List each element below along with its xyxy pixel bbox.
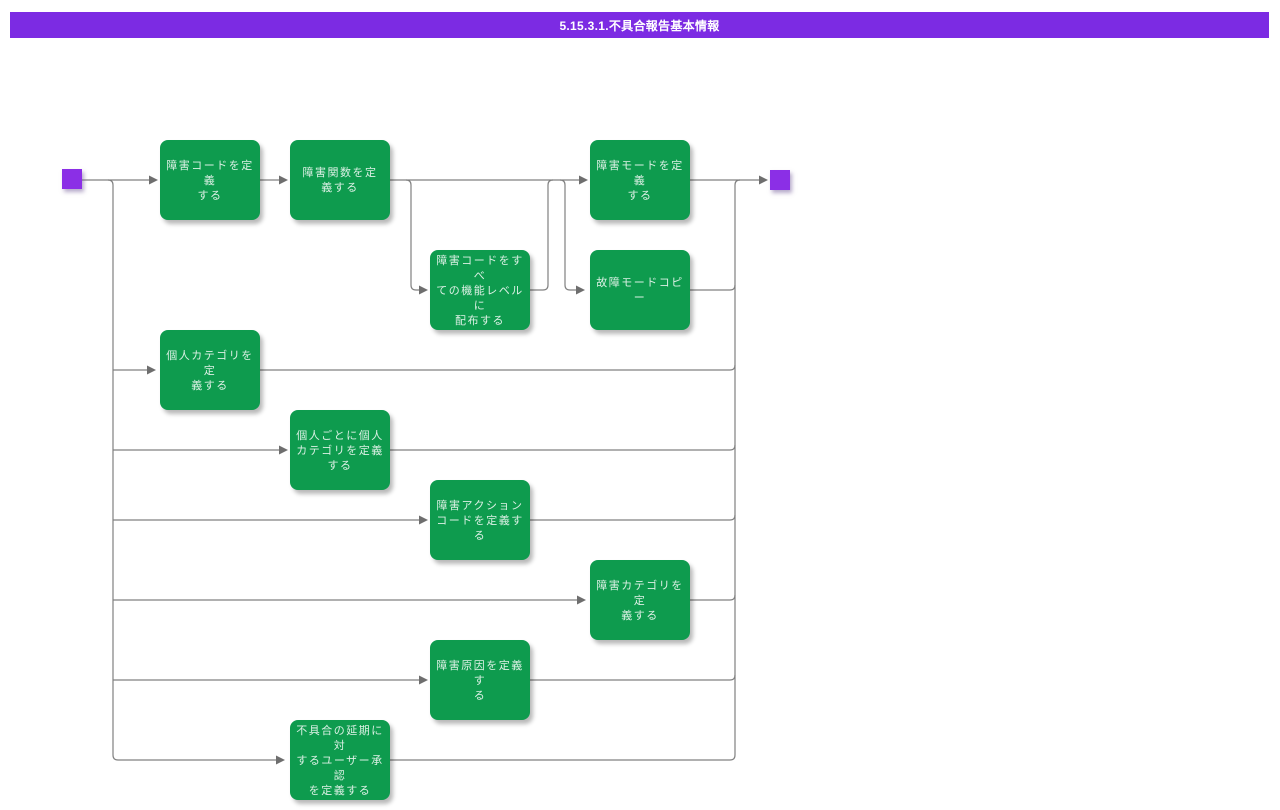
arrowhead	[147, 365, 156, 375]
edge-n3-return	[530, 179, 554, 291]
edge-right-trunk	[734, 179, 741, 755]
edge-n7-out	[390, 444, 736, 451]
edge-n11-out	[390, 754, 736, 761]
edge-drop-to-n3	[405, 179, 419, 291]
arrowhead	[577, 595, 586, 605]
arrowhead	[759, 175, 768, 185]
edge-n8-out	[530, 514, 736, 521]
arrowhead	[579, 175, 588, 185]
edge-n9-out	[690, 594, 736, 601]
edge-n6-out	[260, 364, 736, 371]
arrowhead	[279, 175, 288, 185]
flow-node-define-failure-code[interactable]: 障害コードを定義 する	[160, 140, 260, 220]
arrowhead	[419, 515, 428, 525]
arrowhead	[576, 285, 585, 295]
arrowhead	[419, 285, 428, 295]
diagram-title-bar: 5.15.3.1.不具合報告基本情報	[10, 12, 1269, 38]
flow-node-distribute-failure-codes[interactable]: 障害コードをすべ ての機能レベルに 配布する	[430, 250, 530, 330]
arrowhead	[276, 755, 285, 765]
edge-drop-to-n5	[559, 179, 576, 291]
arrowhead	[279, 445, 288, 455]
flow-node-define-personal-category-per-person[interactable]: 個人ごとに個人 カテゴリを定義 する	[290, 410, 390, 490]
flow-node-define-failure-cause[interactable]: 障害原因を定義す る	[430, 640, 530, 720]
flow-node-copy-failure-mode[interactable]: 故障モードコピー	[590, 250, 690, 330]
flow-node-define-personal-category[interactable]: 個人カテゴリを定 義する	[160, 330, 260, 410]
edge-n5-out	[690, 284, 736, 291]
flow-node-define-failure-mode[interactable]: 障害モードを定義 する	[590, 140, 690, 220]
arrowhead	[419, 675, 428, 685]
flow-node-define-failure-action-code[interactable]: 障害アクション コードを定義する	[430, 480, 530, 560]
flow-node-define-failure-category[interactable]: 障害カテゴリを定 義する	[590, 560, 690, 640]
arrowhead	[149, 175, 158, 185]
edge-n10-out	[530, 674, 736, 681]
start-node[interactable]	[62, 169, 82, 189]
end-node[interactable]	[770, 170, 790, 190]
diagram-title: 5.15.3.1.不具合報告基本情報	[559, 18, 720, 33]
flow-node-define-failure-function[interactable]: 障害関数を定 義する	[290, 140, 390, 220]
edge-left-trunk	[107, 179, 276, 761]
flow-node-define-user-approval-for-deferral[interactable]: 不具合の延期に対 するユーザー承認 を定義する	[290, 720, 390, 800]
